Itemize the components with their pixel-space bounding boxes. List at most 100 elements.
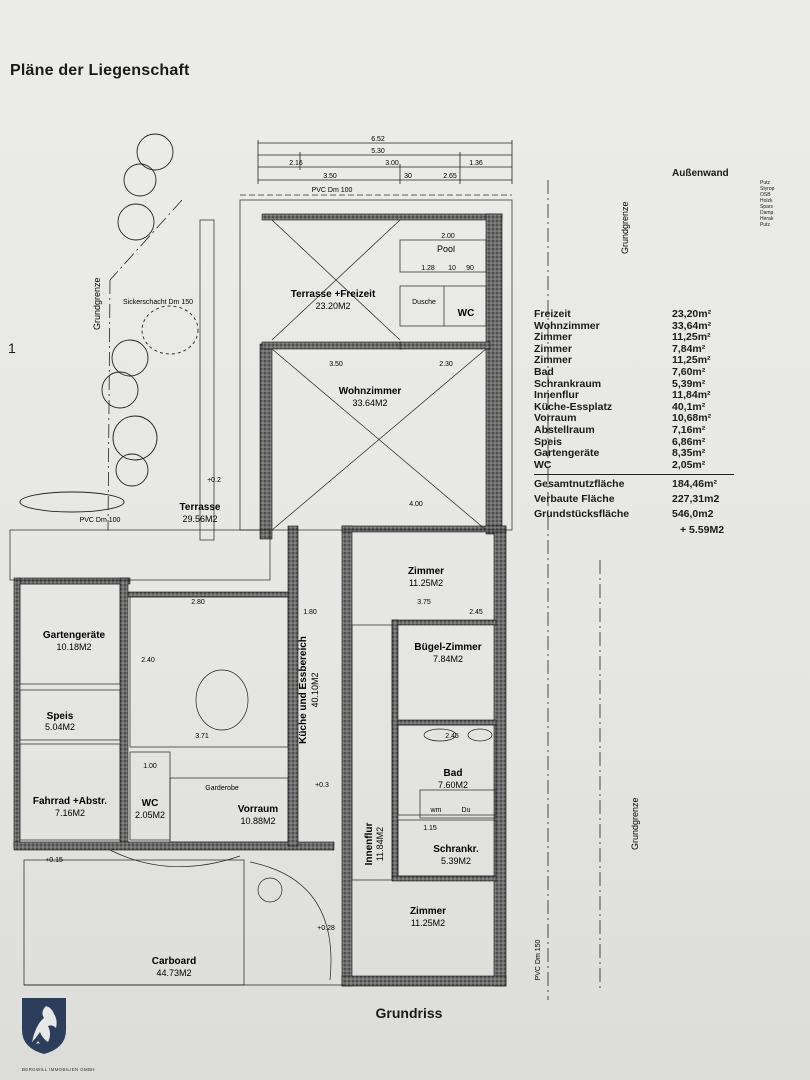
room-name: Vorraum: [238, 804, 278, 815]
room-area: 10.18M2: [56, 642, 91, 652]
room-area: 7.16M2: [55, 808, 85, 818]
pvc-bottom-label: PVC Dm 150: [535, 939, 542, 980]
wall-legend: Außenwand Putz Styrop OSB Holzk Spars Da…: [672, 168, 774, 228]
pvc-left-label: PVC Dm 100: [80, 517, 121, 524]
room-name: Innenflur: [364, 823, 375, 866]
svg-text:2.45: 2.45: [469, 609, 483, 616]
room-labels: Terrasse +Freizeit 23.20M2 Wohnzimmer 33…: [33, 289, 482, 978]
room-area: 7.60M2: [438, 780, 468, 790]
svg-text:2.40: 2.40: [141, 657, 155, 664]
top-dimension-lines: [257, 140, 513, 184]
logo-text: BERGWILL IMMOBILIEN GMBH: [22, 1067, 95, 1072]
room-name: Bad: [444, 768, 463, 779]
room-area: 7.84M2: [433, 654, 463, 664]
room-area: 11.25M2: [411, 918, 445, 928]
room-area: 11.84M2: [375, 827, 385, 861]
room-area: 5.04M2: [45, 722, 75, 732]
room-area: 23.20M2: [315, 301, 350, 311]
svg-text:+0.2: +0.2: [207, 477, 221, 484]
room-name: Speis: [47, 711, 74, 722]
room-name: Terrasse +Freizeit: [291, 289, 376, 300]
small-labels: Pool Dusche WC Garderobe wm Du Grundgren…: [80, 187, 640, 980]
svg-text:1.15: 1.15: [423, 825, 437, 832]
svg-text:3.50: 3.50: [323, 173, 337, 180]
dimension-labels: 6.52 5.30 2.16 3.00 1.36 3.50 30 2.65 3.…: [45, 136, 483, 932]
legend-item: Putz: [760, 222, 771, 228]
room-name: WC: [142, 798, 159, 809]
room-area: 29.56M2: [182, 514, 217, 524]
svg-text:1.00: 1.00: [143, 763, 157, 770]
sickerschacht-label: Sickerschacht Dm 150: [123, 299, 193, 306]
room-area: 10.88M2: [240, 816, 275, 826]
svg-text:3.75: 3.75: [417, 599, 431, 606]
room-area: 40.10M2: [310, 672, 320, 707]
plan-caption: Grundriss: [375, 1005, 443, 1021]
svg-text:+0.15: +0.15: [45, 857, 63, 864]
svg-text:10: 10: [448, 265, 456, 272]
legend-item: Holzk: [760, 198, 773, 204]
svg-text:1.28: 1.28: [421, 265, 435, 272]
room-name: Gartengeräte: [43, 630, 106, 641]
legend-item: Herak: [760, 216, 774, 222]
room-name: Küche und Essbereich: [298, 636, 309, 744]
legend-item: OSB: [760, 192, 771, 198]
tree-icons: [19, 133, 199, 513]
horse-shield-logo-icon: [22, 998, 66, 1054]
pool-label: Pool: [437, 244, 455, 254]
legend-items: Putz Styrop OSB Holzk Spars Damp Herak P…: [672, 180, 774, 228]
margin-mark: 1: [8, 340, 16, 356]
svg-text:90: 90: [466, 265, 474, 272]
grundgrenze-label-top: Grundgrenze: [620, 201, 630, 254]
svg-text:+0.28: +0.28: [317, 925, 335, 932]
legend-heading: Außenwand: [672, 168, 729, 179]
svg-text:2.45: 2.45: [445, 733, 459, 740]
svg-text:2.80: 2.80: [191, 599, 205, 606]
page-title: Pläne der Liegenschaft: [10, 62, 190, 79]
svg-text:3.00: 3.00: [385, 160, 399, 167]
room-area: 44.73M2: [156, 968, 191, 978]
extra-area: + 5.59M2: [680, 524, 725, 537]
room-area: 2.05M2: [135, 810, 165, 820]
svg-text:1.80: 1.80: [303, 609, 317, 616]
room-outlines: [9, 199, 513, 986]
wc-label: WC: [458, 308, 475, 319]
walls: [13, 213, 507, 987]
room-area: 5.39M2: [441, 856, 471, 866]
svg-text:6.52: 6.52: [371, 136, 385, 143]
svg-text:3.71: 3.71: [195, 733, 209, 740]
legend-item: Spars: [760, 204, 774, 210]
grundgrenze-label-right: Grundgrenze: [630, 797, 640, 850]
legend-item: Damp: [760, 210, 774, 216]
dusche-label: Dusche: [412, 299, 436, 306]
svg-text:5.30: 5.30: [371, 148, 385, 155]
svg-text:+0.3: +0.3: [315, 782, 329, 789]
room-name: Bügel-Zimmer: [414, 642, 481, 653]
svg-text:2.30: 2.30: [439, 361, 453, 368]
room-name: Terrasse: [180, 502, 221, 513]
room-name: Fahrrad +Abstr.: [33, 796, 107, 807]
table-divider: [534, 474, 734, 476]
room-name: Schrankr.: [433, 844, 479, 855]
room-area: 11.25M2: [409, 578, 443, 588]
room-area: 33.64M2: [352, 398, 387, 408]
room-name: Zimmer: [410, 906, 446, 917]
pvc-top-label: PVC Dm 100: [312, 187, 353, 194]
svg-text:1.36: 1.36: [469, 160, 483, 167]
svg-text:3.50: 3.50: [329, 361, 343, 368]
